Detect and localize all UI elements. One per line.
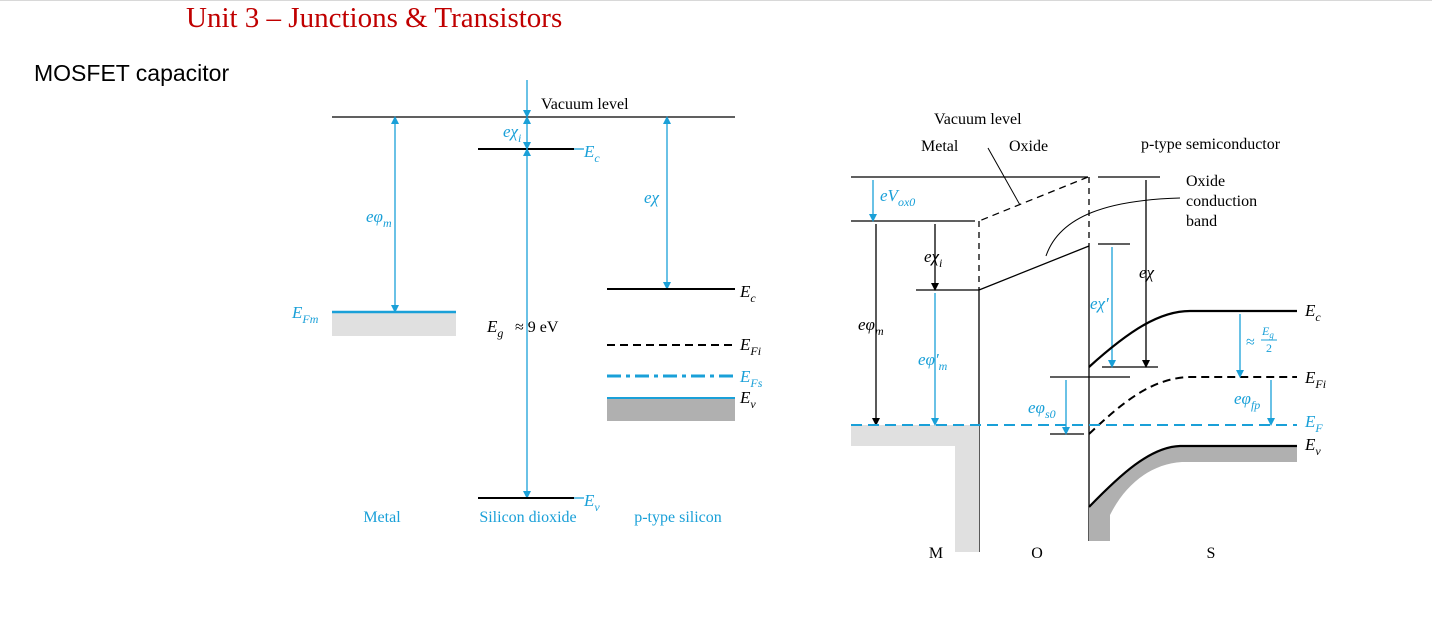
- semi-ec-band: [1088, 309, 1297, 368]
- region-m: M: [929, 545, 943, 562]
- phi-m-prime-label: eφ′m: [918, 350, 948, 373]
- right-band-diagram: Vacuum level Metal Oxide p-type semicond…: [851, 111, 1326, 562]
- semi-ev-band: [1088, 444, 1297, 508]
- si-valence-fill: [607, 398, 735, 421]
- vox0-label: eVox0: [880, 186, 915, 209]
- right-semiconductor-label: p-type semiconductor: [1141, 136, 1281, 153]
- left-band-diagram: Vacuum level eφm EFm Ec eχi Eg ≈ 9 eV Ev…: [291, 80, 763, 526]
- half-gap-approx: ≈: [1246, 334, 1255, 351]
- top-rule: [0, 0, 1432, 1]
- half-gap-numerator: Eg: [1261, 324, 1274, 340]
- label-silicon-dioxide: Silicon dioxide: [479, 509, 576, 526]
- oxide-cb-pointer: [1045, 197, 1181, 257]
- si-ec-label: Ec: [739, 282, 756, 305]
- right-metal-label: Metal: [921, 138, 959, 155]
- page-subtitle: MOSFET capacitor: [34, 60, 230, 86]
- phi-fp-label: eφfp: [1234, 389, 1260, 412]
- semi-ef-label: EF: [1304, 412, 1323, 435]
- semi-ev-label: Ev: [1304, 435, 1321, 458]
- label-metal: Metal: [363, 509, 401, 526]
- semi-efi-label: EFi: [1304, 368, 1326, 391]
- oxide-cb-label-2: conduction: [1186, 193, 1257, 210]
- metal-filled-region: [851, 425, 979, 552]
- phi-m-label: eφm: [858, 315, 884, 338]
- oxide-conduction-band: [978, 245, 1090, 291]
- vacuum-line-oxide: [978, 176, 1089, 222]
- oxide-cb-label-1: Oxide: [1186, 173, 1225, 190]
- si-affinity-label: eχ: [644, 188, 660, 207]
- metal-fermi-label: EFm: [291, 303, 319, 326]
- semi-ec-label: Ec: [1304, 301, 1321, 324]
- si-efs-label: EFs: [739, 367, 763, 390]
- phi-s0-label: eφs0: [1028, 398, 1056, 421]
- oxide-bandgap-value: ≈ 9 eV: [515, 319, 559, 336]
- left-vacuum-label: Vacuum level: [541, 96, 629, 113]
- region-o: O: [1031, 545, 1043, 562]
- semi-efi-band: [1088, 376, 1297, 435]
- chi-label: eχ: [1139, 263, 1155, 282]
- metal-workfunction-label: eφm: [366, 207, 392, 230]
- chi-prime-label: eχ′: [1090, 294, 1109, 313]
- label-p-type-silicon: p-type silicon: [634, 509, 722, 526]
- oxide-affinity-label: eχi: [503, 122, 521, 145]
- oxide-ev-label: Ev: [583, 491, 600, 514]
- oxide-cb-label-3: band: [1186, 213, 1217, 230]
- si-efi-label: EFi: [739, 335, 761, 358]
- chi-i-label: eχi: [924, 247, 942, 270]
- half-gap-denominator: 2: [1266, 341, 1272, 355]
- page-title: Unit 3 – Junctions & Transistors: [186, 2, 563, 34]
- right-vacuum-label: Vacuum level: [934, 111, 1022, 128]
- semi-valence-fill: [1089, 446, 1297, 541]
- metal-filled-states: [332, 312, 456, 336]
- region-s: S: [1207, 545, 1216, 562]
- oxide-ec-label: Ec: [583, 142, 600, 165]
- oxide-bandgap-symbol: Eg: [486, 317, 503, 340]
- si-ev-label: Ev: [739, 388, 756, 411]
- right-oxide-label: Oxide: [1009, 138, 1048, 155]
